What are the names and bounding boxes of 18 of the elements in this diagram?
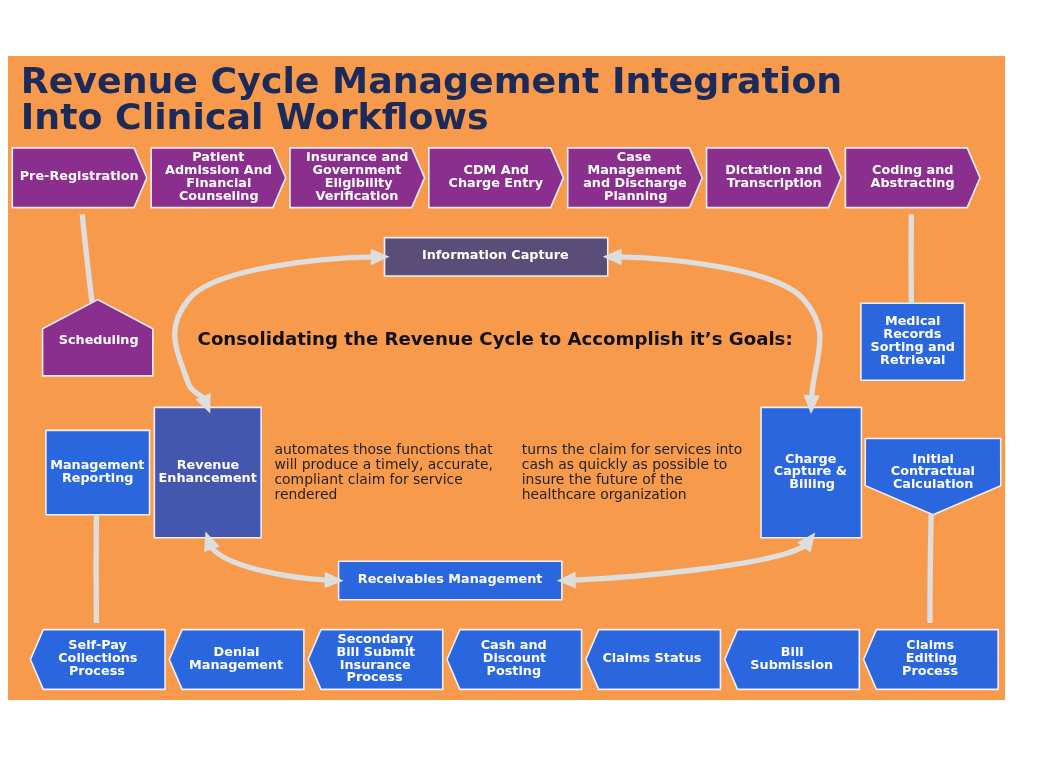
node-box: Receivables Management: [337, 559, 563, 600]
label: automates those functions that will produce a timely, accurate, compliant claim for service rendered: [274, 440, 493, 502]
connector: [79, 213, 95, 303]
connector: [908, 213, 914, 303]
node-box: Charge Capture & Billing: [760, 406, 863, 539]
arrow: [172, 248, 390, 414]
label: Consolidating the Revenue Cycle to Accomplish it’s Goals:: [197, 327, 793, 349]
arrow: [204, 530, 344, 588]
connector: [927, 513, 934, 623]
node-box: Management Reporting: [45, 429, 151, 516]
node-box: Revenue Enhancement: [153, 406, 262, 539]
arrow: [556, 531, 816, 588]
connector: [93, 514, 100, 623]
diagram-title: Revenue Cycle Management Integration Into Clinical Workflows: [20, 58, 843, 138]
label: turns the claim for services into cash as quickly as possible to insure the future of the healthcare organization: [521, 440, 743, 502]
node-box: Information Capture: [383, 236, 609, 277]
node-box: Medical Records Sorting and Retrieval: [860, 301, 966, 381]
arrow: [602, 248, 823, 414]
